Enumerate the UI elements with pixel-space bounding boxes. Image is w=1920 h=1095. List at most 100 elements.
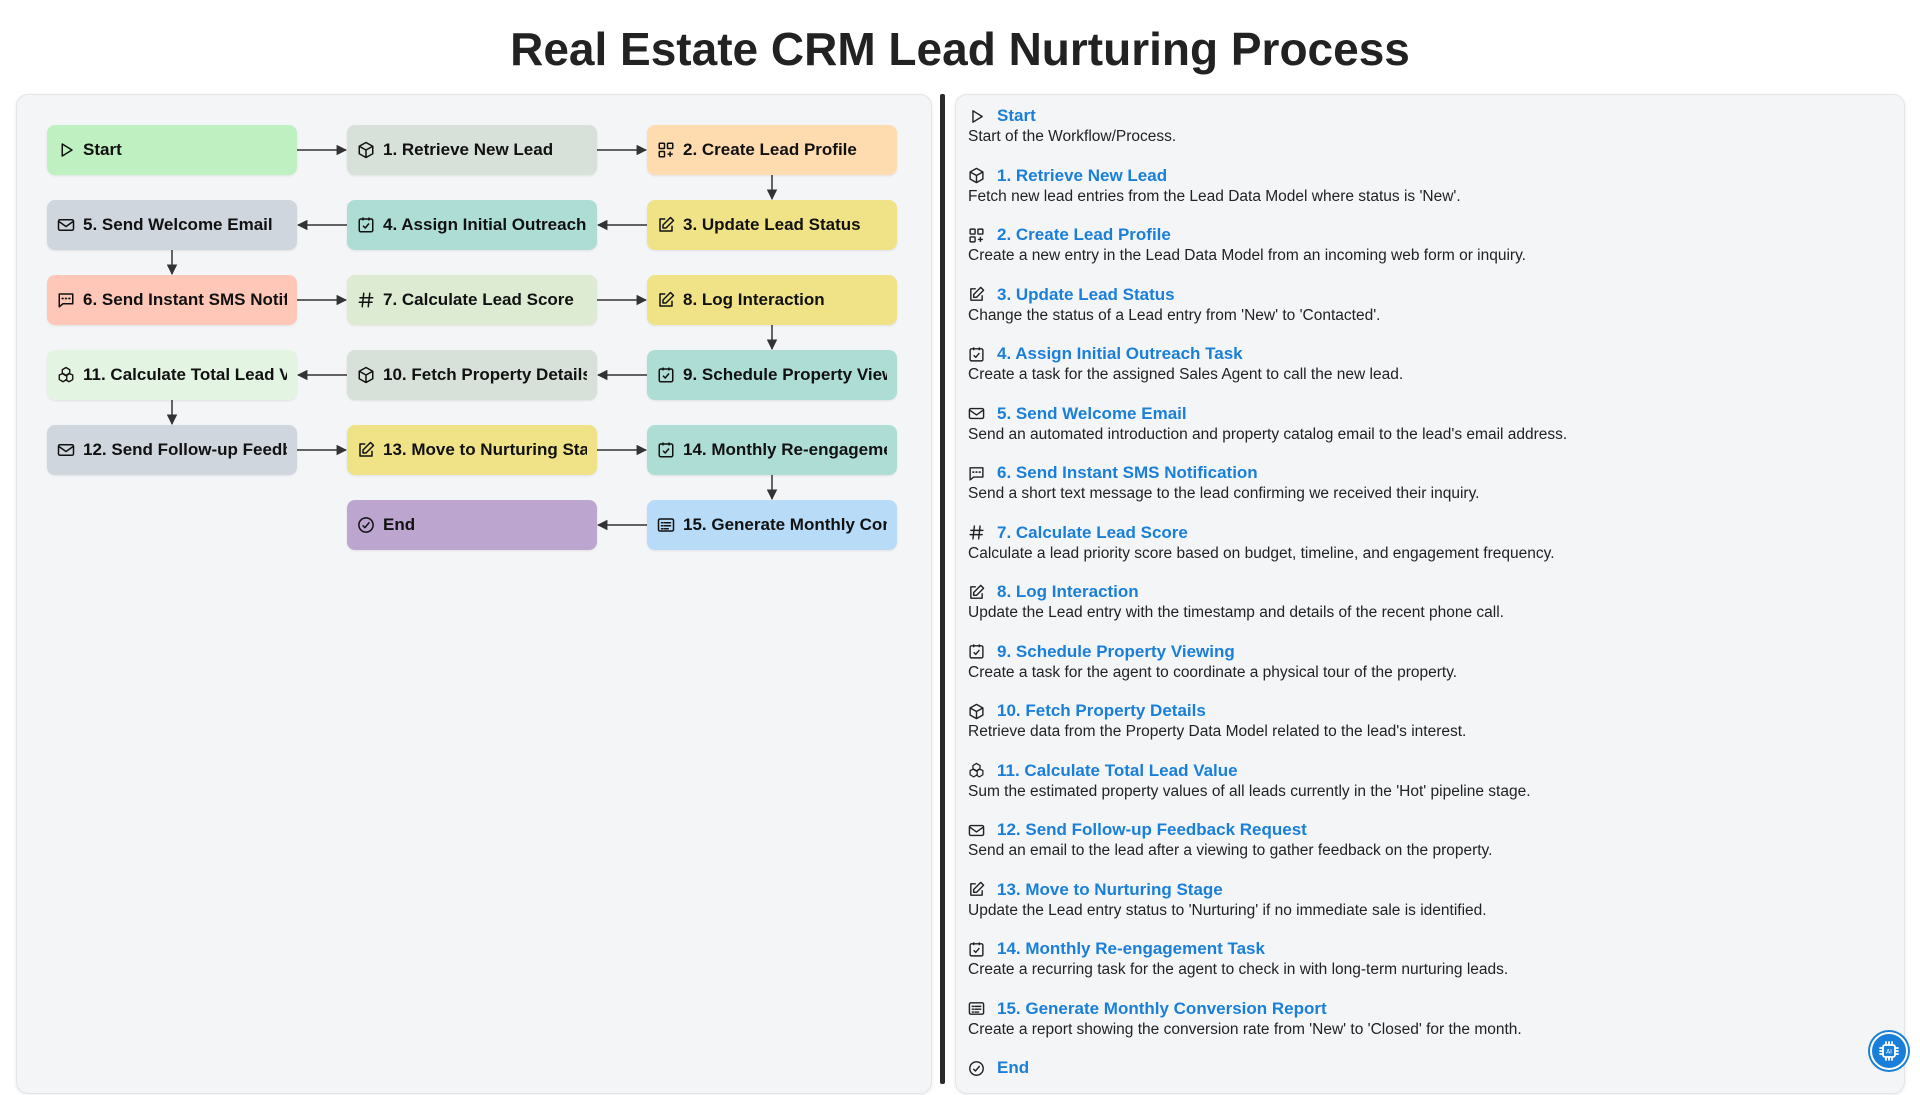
flow-node-7[interactable]: 7. Calculate Lead Score <box>347 275 597 325</box>
detail-description: Update the Lead entry with the timestamp… <box>968 604 1504 621</box>
detail-title-link[interactable]: 5. Send Welcome Email <box>997 403 1187 423</box>
node-label: Start <box>83 140 122 159</box>
edit-icon <box>659 216 675 232</box>
detail-title-link[interactable]: 6. Send Instant SMS Notification <box>997 463 1258 482</box>
node-icon <box>57 441 75 459</box>
checkbox-icon <box>658 367 674 383</box>
detail-description: Update the Lead entry status to 'Nurturi… <box>968 901 1487 919</box>
cubes-icon <box>58 366 74 383</box>
detail-icon <box>968 1060 985 1077</box>
node-icon <box>357 216 375 234</box>
node-label: 5. Send Welcome Email <box>83 215 273 234</box>
message-icon <box>58 293 74 308</box>
grid-plus-icon <box>658 142 674 158</box>
detail-description: Create a task for the agent to coordinat… <box>968 663 1458 681</box>
detail-title-link[interactable]: 4. Assign Initial Outreach Task <box>997 344 1243 363</box>
node-icon <box>357 291 375 309</box>
node-label: 11. Calculate Total Lead Val <box>83 365 287 384</box>
report-icon <box>968 1002 985 1015</box>
flow-node-6[interactable]: 6. Send Instant SMS Notific <box>47 275 297 325</box>
edit-icon <box>970 881 985 896</box>
detail-icon <box>968 703 985 720</box>
detail-title-link[interactable]: 13. Move to Nurturing Stage <box>997 879 1223 899</box>
detail-description: Retrieve data from the Property Data Mod… <box>968 723 1467 740</box>
detail-description: Send a short text message to the lead co… <box>968 485 1480 502</box>
detail-description: Change the status of a Lead entry from '… <box>968 306 1381 324</box>
flow-node-5[interactable]: 5. Send Welcome Email <box>47 200 297 250</box>
svg-text:AI: AI <box>1886 1049 1892 1056</box>
flow-node-12[interactable]: 12. Send Follow-up Feedba <box>47 425 297 475</box>
detail-title-link[interactable]: 7. Calculate Lead Score <box>997 522 1188 542</box>
detail-title-link[interactable]: 15. Generate Monthly Conversion Report <box>997 998 1327 1018</box>
detail-title-link[interactable]: 12. Send Follow-up Feedback Request <box>997 820 1307 839</box>
edit-icon <box>359 441 375 457</box>
flow-node-14[interactable]: 14. Monthly Re-engagemen <box>647 425 897 475</box>
mail-icon <box>968 824 985 836</box>
detail-description: Create a recurring task for the agent to… <box>968 961 1509 978</box>
flow-node-11[interactable]: 11. Calculate Total Lead Val <box>47 350 297 400</box>
flow-node-4[interactable]: 4. Assign Initial Outreach T <box>347 200 597 250</box>
detail-title-link[interactable]: 9. Schedule Property Viewing <box>997 641 1235 661</box>
node-label: 12. Send Follow-up Feedba <box>83 440 287 459</box>
detail-title-link[interactable]: 11. Calculate Total Lead Value <box>997 760 1238 780</box>
detail-title-link[interactable]: 14. Monthly Re-engagement Task <box>997 939 1265 958</box>
node-label: 9. Schedule Property Viewi <box>683 365 887 384</box>
detail-icon <box>968 524 985 541</box>
node-icon <box>357 141 375 159</box>
detail-title-link[interactable]: 1. Retrieve New Lead <box>997 165 1168 185</box>
detail-item-16: End <box>968 1057 1888 1079</box>
detail-title-link[interactable]: 3. Update Lead Status <box>997 284 1175 304</box>
node-icon <box>357 366 375 384</box>
flow-node-8[interactable]: 8. Log Interaction <box>647 275 897 325</box>
node-label: 10. Fetch Property Details <box>383 365 587 384</box>
flow-node-0[interactable]: Start <box>47 125 297 175</box>
flow-node-1[interactable]: 1. Retrieve New Lead <box>347 125 597 175</box>
detail-icon <box>968 941 985 958</box>
detail-title-link[interactable]: 10. Fetch Property Details <box>997 701 1206 720</box>
flow-node-3[interactable]: 3. Update Lead Status <box>647 200 897 250</box>
flow-node-13[interactable]: 13. Move to Nurturing Stag <box>347 425 597 475</box>
detail-description: Send an email to the lead after a viewin… <box>968 842 1493 859</box>
detail-icon <box>968 584 985 601</box>
detail-title-link[interactable]: 2. Create Lead Profile <box>997 225 1171 244</box>
assistant-button[interactable]: AI <box>1870 1032 1908 1070</box>
flow-node-16[interactable]: End <box>347 500 597 550</box>
flow-node-2[interactable]: 2. Create Lead Profile <box>647 125 897 175</box>
report-icon <box>657 518 675 532</box>
detail-title-link[interactable]: Start <box>997 106 1036 125</box>
checkbox-icon <box>358 217 374 233</box>
check-circle-icon <box>969 1060 984 1076</box>
detail-title-link[interactable]: End <box>997 1058 1030 1077</box>
detail-icon <box>968 167 985 184</box>
mail-icon <box>57 219 75 231</box>
edit-icon <box>970 584 985 599</box>
cube-icon <box>969 167 984 184</box>
node-icon <box>657 516 675 534</box>
edit-icon <box>659 291 675 307</box>
detail-description: Sum the estimated property values of all… <box>968 782 1531 800</box>
checkbox-icon <box>658 442 674 458</box>
flow-node-9[interactable]: 9. Schedule Property Viewi <box>647 350 897 400</box>
detail-title-link[interactable]: 8. Log Interaction <box>997 582 1139 601</box>
detail-icon <box>968 286 985 303</box>
node-label: End <box>383 515 416 534</box>
node-label: 14. Monthly Re-engagemen <box>683 440 887 459</box>
flow-node-10[interactable]: 10. Fetch Property Details <box>347 350 597 400</box>
node-label: 2. Create Lead Profile <box>683 140 857 159</box>
panel-divider[interactable] <box>940 94 945 1084</box>
detail-icon <box>968 643 985 660</box>
flow-node-15[interactable]: 15. Generate Monthly Conv <box>647 500 897 550</box>
node-icon <box>657 141 675 159</box>
node-icon <box>357 441 375 459</box>
